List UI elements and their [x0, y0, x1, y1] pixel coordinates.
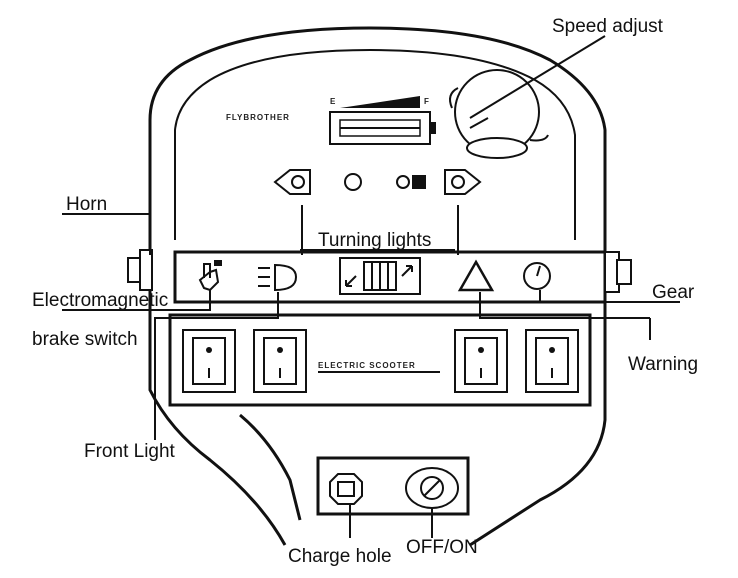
- brake-rocker-switch[interactable]: [182, 329, 236, 393]
- brand-label: FLYBROTHER: [226, 113, 290, 122]
- housing-inner-outline: [174, 48, 576, 240]
- gear-leader: [539, 290, 680, 303]
- speed-knob[interactable]: [449, 69, 549, 159]
- hand-brake-icon: [198, 260, 222, 292]
- gear-gauge-icon: [523, 262, 551, 290]
- warning-leader: [479, 292, 650, 319]
- front-light-rocker-switch[interactable]: [253, 329, 307, 393]
- warning-rocker-switch[interactable]: [454, 329, 508, 393]
- battery-full-label: F: [424, 97, 430, 106]
- switch-panel: [168, 313, 592, 407]
- warning-label: Warning: [628, 354, 698, 375]
- charge-hole-label: Charge hole: [288, 546, 392, 567]
- gear-side-knob[interactable]: [604, 251, 632, 293]
- gear-rocker-switch[interactable]: [525, 329, 579, 393]
- turning-lights-label: Turning lights: [318, 230, 431, 251]
- off-on-label: OFF/ON: [406, 537, 478, 558]
- gear-label: Gear: [652, 282, 695, 303]
- horn-button[interactable]: [127, 249, 153, 291]
- headlight-indicator-icon: [396, 175, 426, 189]
- housing-lower-left-outer: [148, 330, 287, 546]
- speed-adjust-label: Speed adjust: [552, 16, 664, 37]
- power-indicator-icon: [344, 173, 362, 191]
- warning-triangle-icon: [457, 259, 495, 292]
- front-light-label: Front Light: [84, 441, 176, 462]
- brake-leader: [62, 290, 211, 311]
- charge-key-panel: [316, 456, 470, 516]
- brake-label-line1: Electromagnetic: [32, 290, 168, 311]
- battery-empty-label: E: [330, 97, 336, 106]
- front-light-leader: [154, 292, 279, 440]
- model-label: ELECTRIC SCOOTER: [318, 361, 416, 370]
- brake-label-line2: brake switch: [32, 329, 138, 350]
- horn-label: Horn: [66, 194, 107, 215]
- left-turn-indicator-icon: [273, 169, 311, 195]
- speed-adjust-leader: [469, 35, 606, 119]
- housing-lower-left: [239, 413, 302, 521]
- charge-hole[interactable]: [329, 473, 363, 505]
- turning-lights-switch[interactable]: [339, 257, 421, 295]
- horn-leader: [62, 213, 151, 255]
- battery-gauge: E F: [329, 96, 436, 145]
- housing-outline: [148, 26, 607, 547]
- front-light-icon: [258, 263, 298, 292]
- right-turn-indicator-icon: [444, 169, 482, 195]
- ignition-key-switch[interactable]: [405, 467, 459, 509]
